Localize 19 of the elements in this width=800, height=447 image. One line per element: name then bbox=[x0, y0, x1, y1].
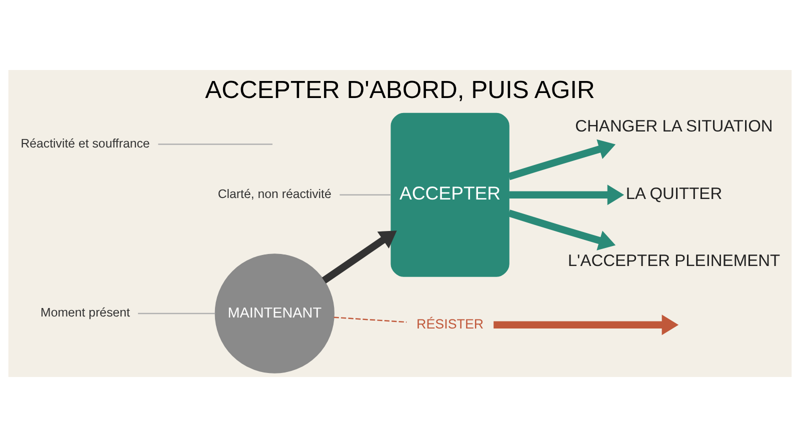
arrow bbox=[494, 314, 679, 336]
node-circle: MAINTENANT bbox=[214, 254, 334, 374]
node-text: RÉSISTER bbox=[416, 316, 484, 332]
node-text: Moment présent bbox=[40, 306, 130, 320]
node-text: Clarté, non réactivité bbox=[218, 187, 332, 202]
connector bbox=[334, 316, 407, 323]
diagram-title: ACCEPTER D'ABORD, PUIS AGIR bbox=[205, 77, 595, 104]
node-box: ACCEPTER bbox=[390, 112, 510, 277]
arrow bbox=[322, 230, 397, 284]
connector bbox=[138, 312, 216, 314]
connector bbox=[158, 144, 272, 145]
node-text: CHANGER LA SITUATION bbox=[575, 118, 773, 136]
arrow bbox=[509, 184, 624, 206]
arrow bbox=[508, 210, 616, 250]
node-text: Réactivité et souffrance bbox=[20, 136, 150, 150]
node-text: L'ACCEPTER PLEINEMENT bbox=[568, 252, 780, 270]
connector bbox=[340, 194, 391, 196]
arrow bbox=[508, 139, 616, 180]
node-text: LA QUITTER bbox=[626, 184, 722, 203]
